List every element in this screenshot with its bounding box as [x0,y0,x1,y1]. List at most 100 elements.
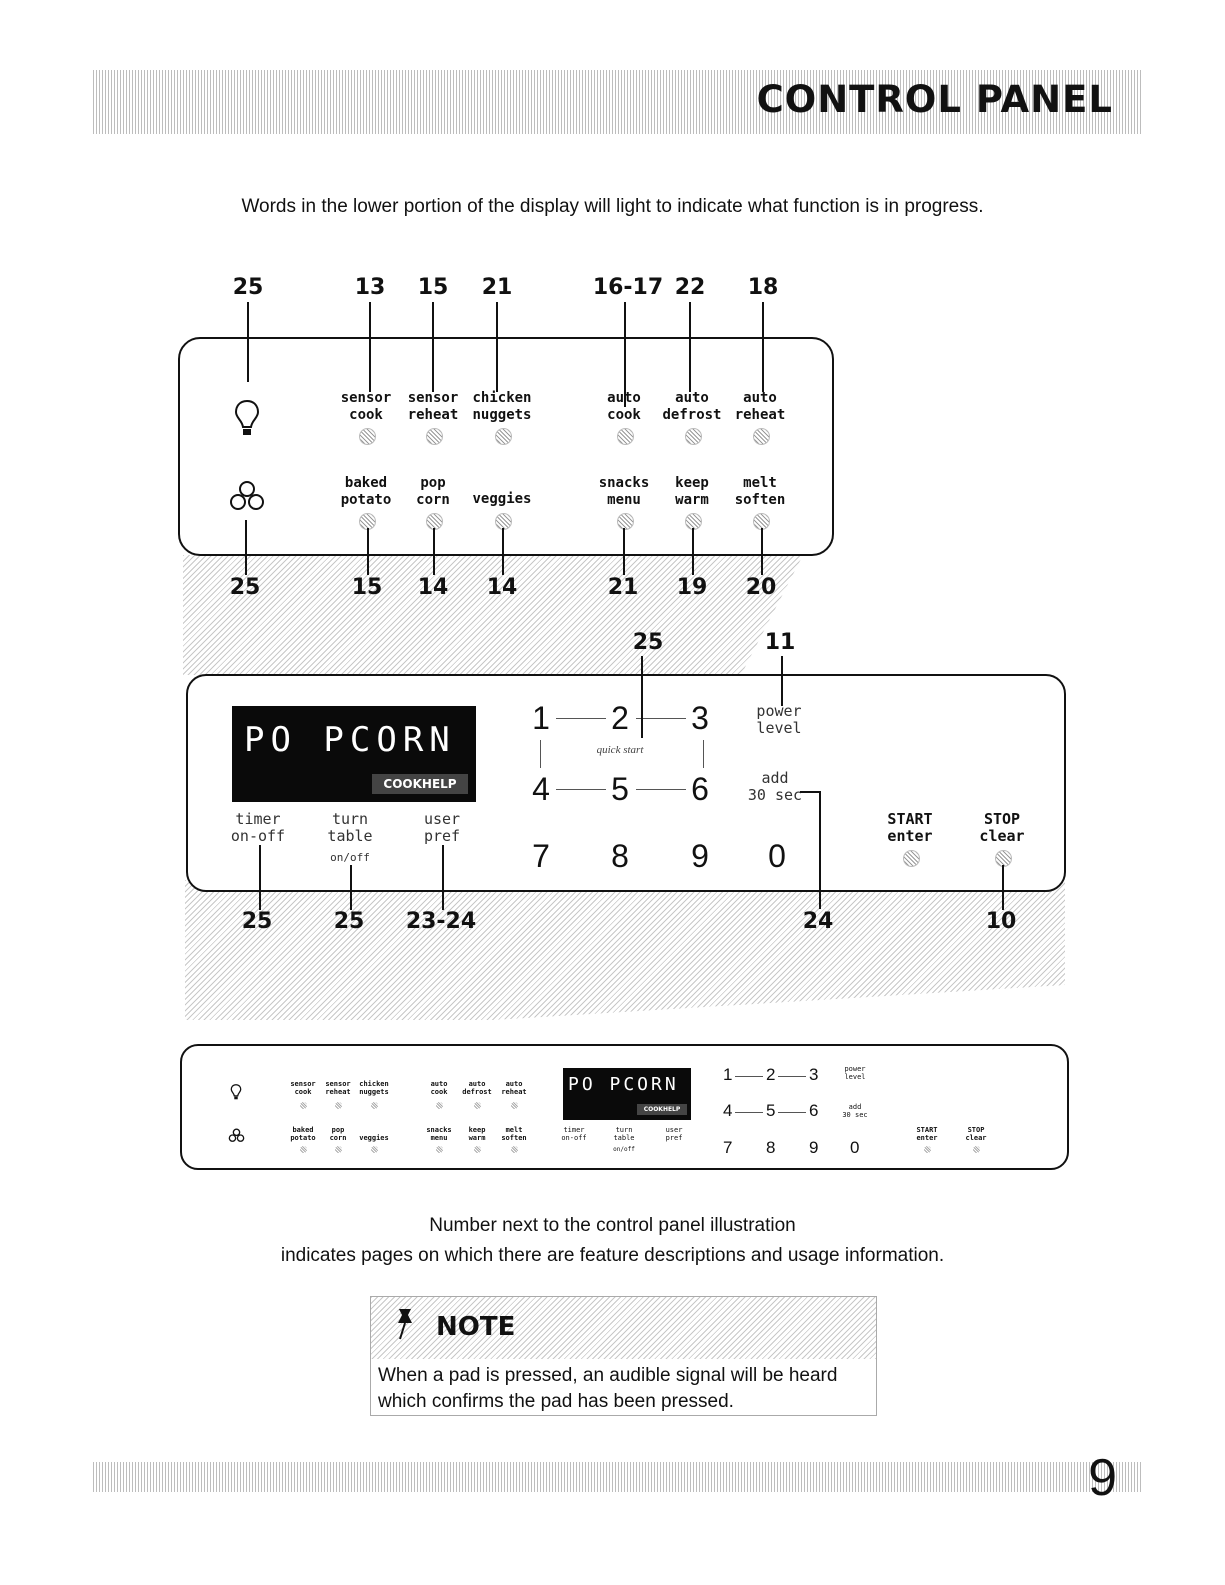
display-text: PO PCORN [244,720,456,760]
callout-number: 16-17 [592,275,664,300]
lcd-display: PO PCORN COOKHELP [232,706,476,802]
mini-label: power level [844,1065,866,1081]
mini-label: chicken nuggets [359,1080,389,1096]
keypad-6[interactable]: 6 [691,771,709,807]
pushpin-icon [393,1307,417,1341]
leader-line [496,302,498,392]
keypad-5[interactable]: 5 [611,771,629,807]
keypad-line [636,718,686,719]
leader-line [781,656,783,706]
mini-digit: 1 [723,1065,733,1084]
header-band [93,70,1143,134]
light-bulb-icon [230,1083,242,1101]
add-30-sec-pad[interactable]: add 30 sec [747,769,803,804]
sensor-reheat-pad[interactable]: sensor reheat [407,390,459,423]
keypad-7[interactable]: 7 [532,838,550,874]
mini-label: snacks menu [426,1126,452,1142]
mini-indicator [511,1146,518,1153]
callout-number: 14 [417,575,449,600]
mini-display-text: PO PCORN [568,1074,679,1095]
keypad-3[interactable]: 3 [691,700,709,736]
mini-label: sensor cook [290,1080,316,1096]
leader-line [800,791,820,793]
fan-icon[interactable] [228,480,266,510]
keypad-line [556,718,606,719]
keypad-line [703,740,704,768]
sensor-cook-pad[interactable]: sensor cook [340,390,392,423]
auto-defrost-pad[interactable]: auto defrost [662,390,722,423]
callout-number: 10 [985,909,1017,934]
veggies-pad[interactable]: veggies [472,491,532,507]
note-box [370,1296,877,1416]
mini-indicator [300,1102,307,1109]
leader-line [350,865,352,910]
keypad-4[interactable]: 4 [532,771,550,807]
keep-warm-pad[interactable]: keep warm [675,475,709,508]
start-enter-button[interactable]: START enter [887,810,933,845]
mini-label: on/off [613,1146,635,1153]
mini-digit: 5 [766,1101,776,1120]
indicator-light [495,428,512,445]
mini-indicator [474,1146,481,1153]
baked-potato-pad[interactable]: baked potato [340,475,392,508]
user-pref-pad[interactable]: user pref [423,810,461,845]
timer-on-off-pad[interactable]: timer on-off [230,810,286,845]
mini-digit: 3 [809,1065,819,1084]
mini-label: sensor reheat [325,1080,351,1096]
leader-line [692,528,694,575]
callout-number: 15 [417,275,449,300]
callout-number: 25 [632,630,664,655]
leader-line [689,302,691,392]
pop-corn-pad[interactable]: pop corn [416,475,450,508]
callout-number: 25 [232,275,264,300]
chicken-nuggets-pad[interactable]: chicken nuggets [472,390,532,423]
melt-soften-pad[interactable]: melt soften [734,475,786,508]
leader-line [1002,865,1004,910]
mini-digit: 8 [766,1138,776,1157]
mini-cookhelp: COOKHELP [637,1104,687,1115]
leader-line [761,528,763,575]
stop-clear-button[interactable]: STOP clear [979,810,1025,845]
callout-number: 21 [607,575,639,600]
mini-keypad-line [778,1076,806,1077]
mini-digit: 9 [809,1138,819,1157]
keypad-8[interactable]: 8 [611,838,629,874]
mini-label: auto reheat [501,1080,527,1096]
callout-number: 21 [481,275,513,300]
leader-line [762,302,764,392]
mini-indicator [335,1146,342,1153]
snacks-menu-pad[interactable]: snacks menu [598,475,650,508]
mini-digit: 6 [809,1101,819,1120]
keypad-9[interactable]: 9 [691,838,709,874]
mini-label: add 30 sec [842,1103,868,1119]
footnote-line-1: Number next to the control panel illustr… [429,1215,796,1236]
leader-line [245,520,247,575]
mini-indicator [300,1146,307,1153]
mini-label: STOP clear [965,1126,987,1142]
keypad-1[interactable]: 1 [532,700,550,736]
indicator-light [617,513,634,530]
light-bulb-icon[interactable] [233,398,261,438]
mini-label: turn table [613,1126,635,1142]
turntable-pad[interactable]: turn table [327,810,373,845]
mini-indicator [371,1102,378,1109]
footnote-line-2: indicates pages on which there are featu… [280,1245,945,1266]
indicator-light [685,428,702,445]
mini-label: START enter [916,1126,938,1142]
page-title: CONTROL PANEL [756,78,1113,121]
keypad-0[interactable]: 0 [768,838,786,874]
callout-number: 11 [764,630,796,655]
leader-line [502,528,504,575]
callout-number: 13 [354,275,386,300]
callout-number: 25 [333,909,365,934]
auto-cook-pad[interactable]: auto cook [607,390,641,423]
auto-reheat-pad[interactable]: auto reheat [734,390,786,423]
leader-line [641,656,643,738]
mini-label: auto defrost [462,1080,492,1096]
power-level-pad[interactable]: power level [756,702,802,737]
leader-line [442,845,444,910]
mini-digit: 7 [723,1138,733,1157]
keypad-2[interactable]: 2 [611,700,629,736]
callout-number: 20 [745,575,777,600]
callout-number: 22 [674,275,706,300]
